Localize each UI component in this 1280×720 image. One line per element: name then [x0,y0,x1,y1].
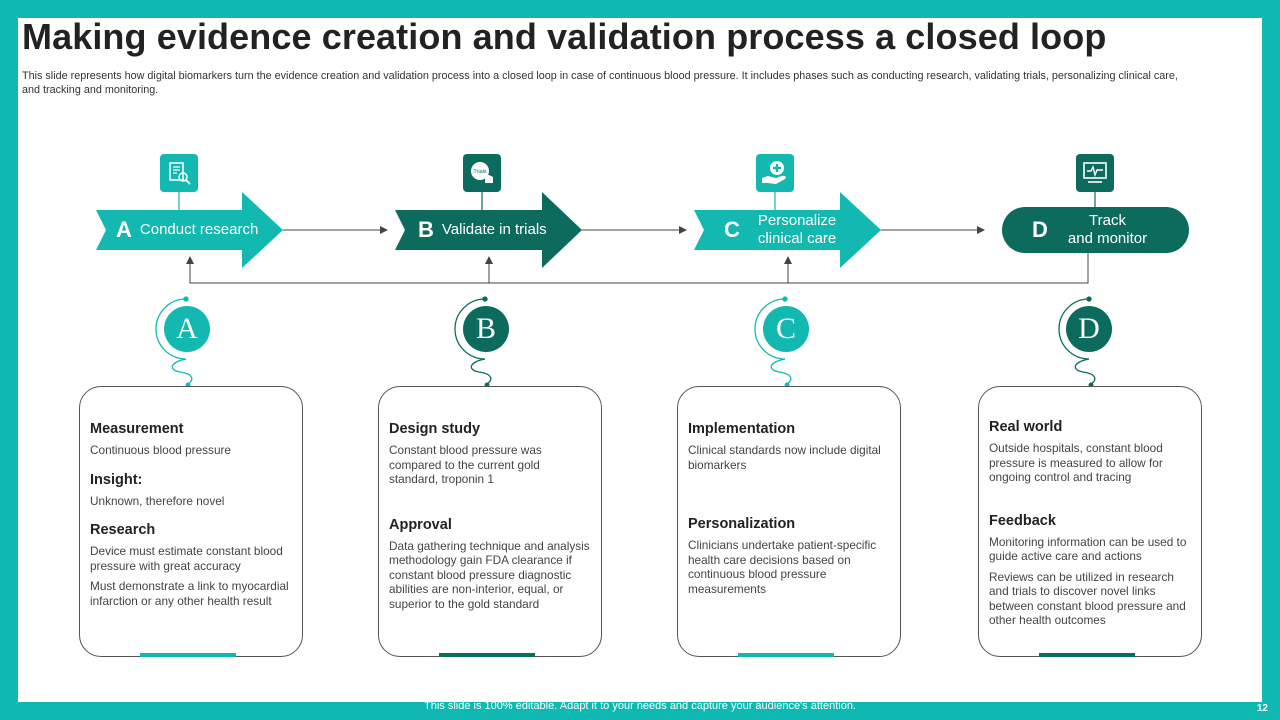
circle-d: D [1066,306,1112,352]
card-a-text-1: Continuous blood pressure [90,443,231,457]
card-b-heading-2: Approval [389,516,452,533]
card-a-text-2: Unknown, therefore novel [90,493,225,508]
card-a-heading-1: Measurement [90,421,184,437]
card-d-heading-2: Feedback [989,512,1056,529]
card-d-text-1: Outside hospitals, constant blood pressu… [989,441,1163,484]
phase-a-letter: A [116,217,132,242]
phase-c-text: Personalize clinical care [758,212,836,248]
phase-b-label: B Validate in trials [418,214,547,246]
phase-b-text: Validate in trials [441,221,547,238]
phase-c-text-line2: clinical care [757,230,837,247]
phase-a-label: A Conduct research [116,214,258,246]
card-c-text-1: Clinical standards now include digital b… [688,443,881,472]
phase-d-text-line2: and monitor [1067,230,1148,247]
slide-title: Making evidence creation and validation … [22,16,1107,57]
card-b: Design study Constant blood pressure was… [378,386,602,657]
phase-d-text: Track and monitor [1068,212,1147,248]
phase-d-letter: D [1032,217,1048,242]
card-a: Measurement Continuous blood pressure In… [79,386,303,657]
circle-a-decor [155,296,193,388]
feedback-loop-line [186,253,1089,284]
card-a-heading-2: Insight: [90,471,143,488]
card-c-heading-1: Implementation [688,421,796,437]
circle-c-decor [754,296,792,388]
phase-d-label: D Track and monitor [1032,212,1147,248]
card-a-accent-bar [140,653,236,657]
card-b-text-1: Constant blood pressure was compared to … [389,443,542,486]
circle-a: A [164,306,210,352]
card-c-accent-bar [738,653,834,657]
card-c-text-2: Clinicians undertake patient-specific he… [688,538,877,596]
phase-a-arrow [96,192,283,268]
medical-care-hand-icon [756,154,794,192]
circle-d-decor [1058,296,1096,388]
card-d-text-2b: Reviews can be utilized in research and … [989,569,1186,628]
card-a-heading-3: Research [90,522,156,538]
circle-b-decor [454,296,492,388]
card-a-text-3a: Device must estimate constant blood pres… [90,544,283,573]
phase-c-text-line1: Personalize [757,212,837,229]
research-document-icon [160,154,198,192]
card-c: Implementation Clinical standards now in… [677,386,901,657]
page-number: 12 [1256,703,1268,714]
card-d-accent-bar [1039,653,1135,657]
card-b-text-2: Data gathering technique and analysis me… [389,538,590,611]
card-d: Real world Outside hospitals, constant b… [978,386,1202,657]
circle-b: B [463,306,509,352]
trials-hand-icon: Trials [463,154,501,192]
card-d-heading-1: Real world [989,419,1063,435]
phase-c-letter: C [724,217,740,242]
card-d-text-2a: Monitoring information can be used to gu… [989,534,1187,564]
phase-d-pill [1002,207,1189,253]
circle-c: C [763,306,809,352]
phase-d-text-line1: Track [1089,212,1126,229]
monitor-heartbeat-icon [1076,154,1114,192]
phase-b-arrow [395,192,582,268]
trials-icon-text: Trials [473,169,486,175]
phase-a-text: Conduct research [139,221,259,238]
slide-subtitle: This slide represents how digital biomar… [22,70,1178,96]
slide-footer: This slide is 100% editable. Adapt it to… [424,700,856,712]
phase-c-label: C Personalize clinical care [724,212,836,248]
card-a-text-3b: Must demonstrate a link to myocardial in… [90,579,289,608]
phase-b-letter: B [418,217,434,242]
card-b-heading-1: Design study [389,421,481,437]
phase-c-arrow [694,192,881,268]
card-b-accent-bar [439,653,535,657]
card-c-heading-2: Personalization [688,516,796,532]
